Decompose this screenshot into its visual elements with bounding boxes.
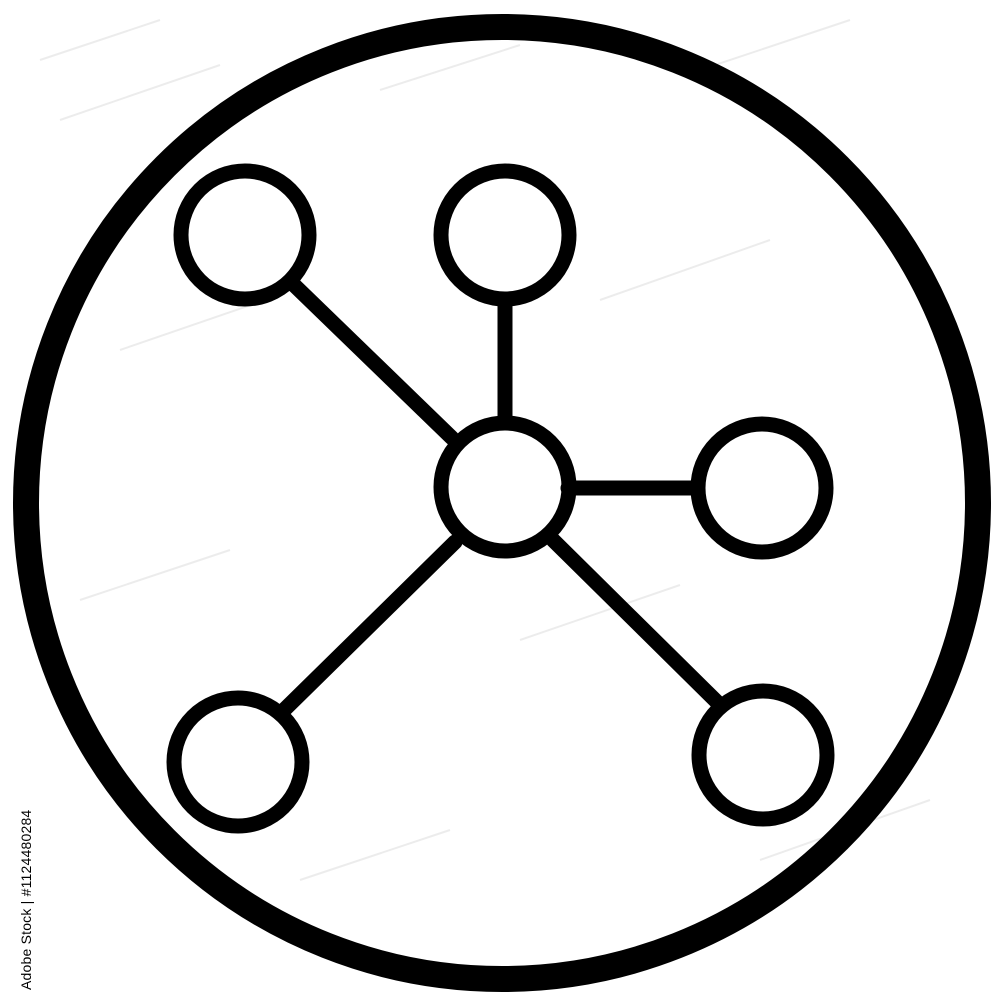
node-top (433, 163, 577, 307)
node-right (690, 416, 834, 560)
node-top-left (173, 163, 317, 307)
edge-top-left (284, 275, 460, 446)
edge-bottom-left (274, 534, 463, 720)
stock-id-label: Adobe Stock | #1124480284 (18, 809, 34, 990)
hub-node (433, 415, 577, 559)
node-bottom-left (166, 690, 310, 834)
edge-bottom-right (545, 532, 726, 711)
outer-ring (13, 14, 991, 992)
node-bottom-right (691, 683, 835, 827)
